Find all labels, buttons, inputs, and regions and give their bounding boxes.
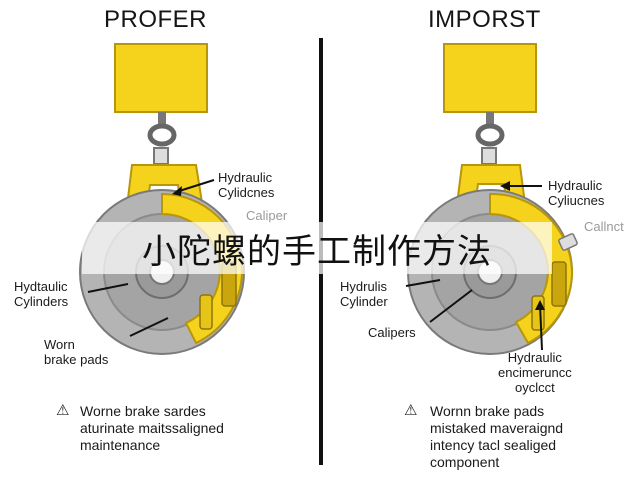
left-label-hydraulic-side: Hydtaulic Cylinders [14, 279, 69, 309]
right-arrow-hyd-side [405, 279, 441, 287]
right-label-hydraulic-side: Hydrulis Cylinder [340, 279, 388, 309]
warning-triangle-icon: ⚠ [56, 402, 70, 419]
right-label-bottom: Hydraulic encimeruncc oyclcct [498, 350, 572, 395]
right-note: Wornn brake pads mistaked maveraignd int… [430, 403, 564, 470]
banner-text: 小陀螺的手工制作方法 [142, 231, 492, 272]
right-coupler [481, 147, 497, 165]
right-header: IMPORST [428, 6, 541, 33]
right-bleed-nipple [558, 233, 578, 251]
left-shaft [158, 112, 166, 128]
right-pad-1 [551, 261, 567, 307]
left-arrow-hyd-side [87, 283, 129, 293]
right-label-calipers: Calipers [368, 325, 416, 340]
left-arrow-hyd-top [175, 179, 215, 193]
left-top-block [114, 43, 208, 113]
left-note: Worne brake sardes aturinate maitssalign… [80, 403, 224, 453]
right-arrow-hyd-top-head [500, 181, 510, 191]
overlay-banner: 小陀螺的手工制作方法 [82, 222, 552, 274]
right-top-block [443, 43, 537, 113]
right-arrow-bottom [539, 303, 543, 351]
left-arrow-worn [129, 317, 169, 337]
left-pad-2 [199, 294, 213, 330]
left-label-hydraulic-top: Hydraulic Cylidcnes [218, 170, 275, 200]
right-shaft [486, 112, 494, 128]
warning-triangle-icon: ⚠ [404, 402, 418, 419]
left-arrow-hyd-top-head [172, 186, 182, 196]
left-label-caliper: Caliper [246, 208, 288, 223]
left-header: PROFER [104, 6, 208, 33]
right-pad-2 [531, 295, 545, 331]
right-label-hydraulic-top: Hydraulic Cyliucnes [548, 178, 605, 208]
right-hook-ring [475, 123, 505, 147]
left-label-worn: Worn brake pads [44, 337, 109, 367]
left-hook-ring [147, 123, 177, 147]
right-arrow-calipers [429, 289, 473, 323]
right-arrow-bottom-head [535, 300, 545, 310]
right-label-callout: Callnct [584, 219, 624, 234]
left-coupler [153, 147, 169, 165]
